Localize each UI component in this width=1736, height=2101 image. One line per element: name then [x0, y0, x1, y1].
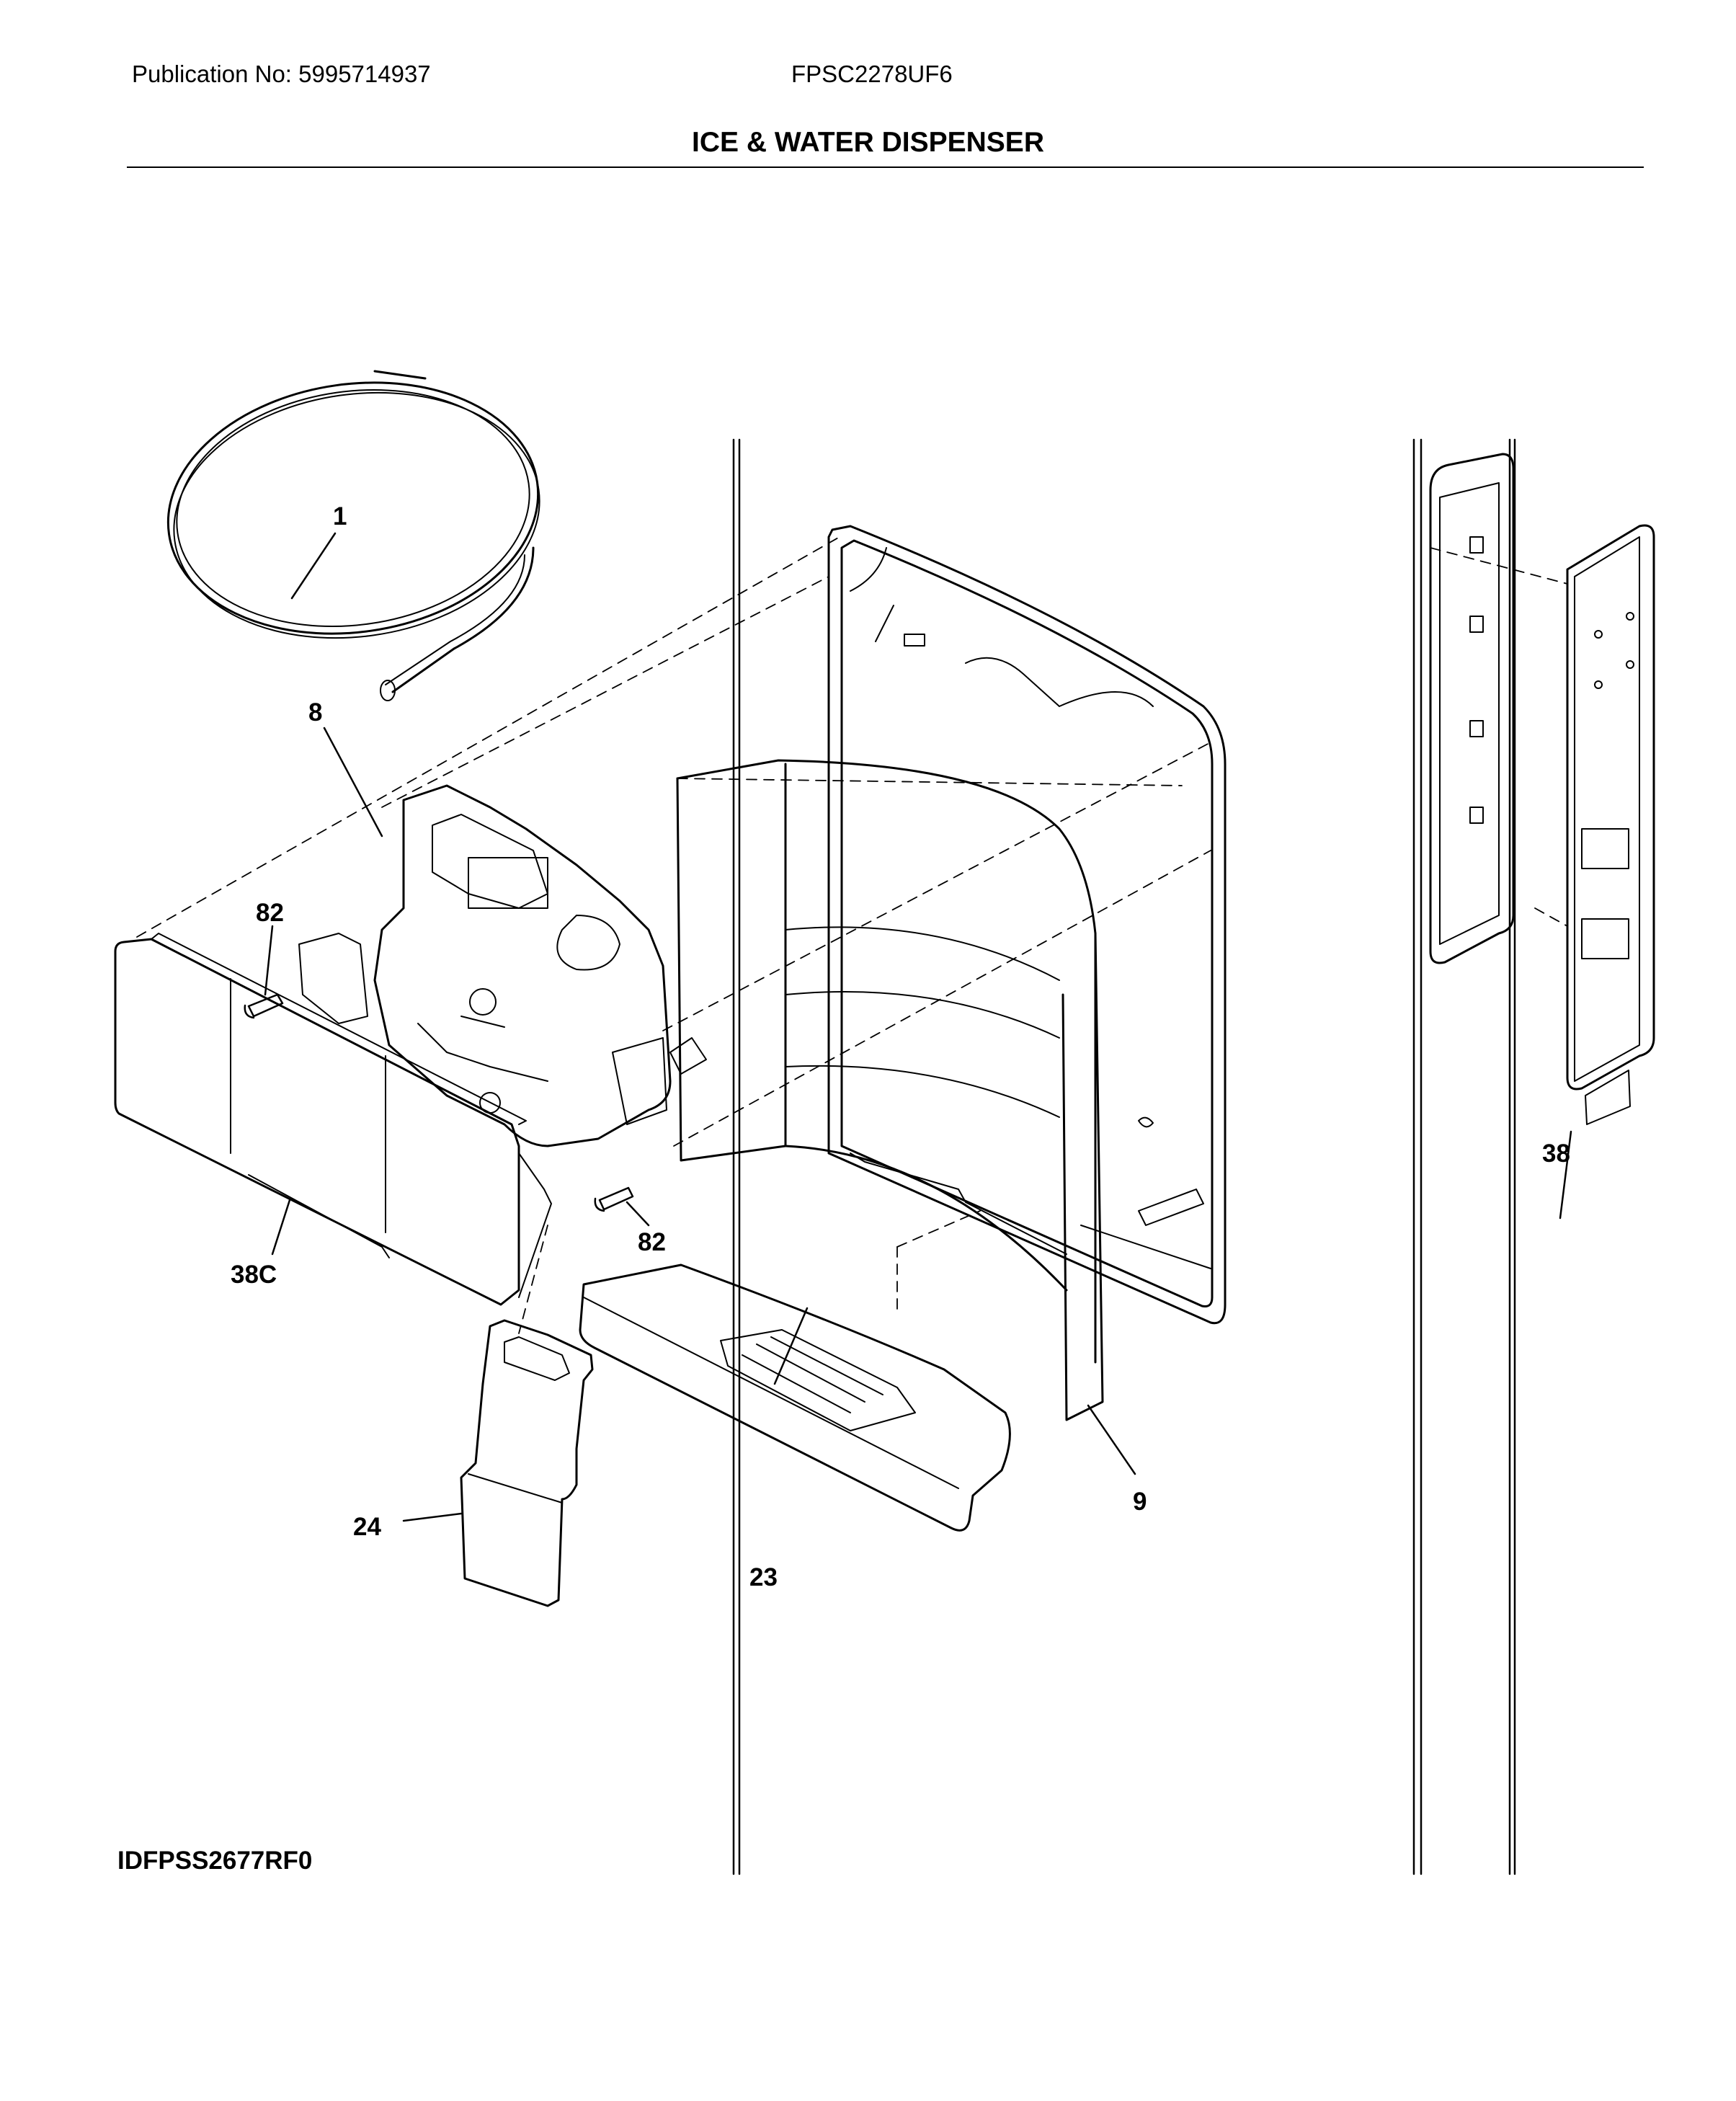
control-panel-recess — [1429, 453, 1515, 964]
page-title: ICE & WATER DISPENSER — [691, 127, 1044, 158]
dispenser-recess — [827, 525, 1227, 1325]
control-panel-part — [1566, 524, 1655, 1125]
callout-82-upper: 82 — [256, 899, 284, 927]
callout-8: 8 — [308, 698, 322, 727]
callout-1: 1 — [333, 502, 347, 530]
actuator-assembly — [298, 784, 707, 1147]
paddle-cover-part — [114, 933, 552, 1306]
callout-38c: 38C — [231, 1261, 277, 1289]
door-panel-edges — [732, 438, 1516, 1875]
leader-lines — [264, 532, 1572, 1522]
screws — [244, 993, 634, 1212]
model-number: FPSC2278UF6 — [791, 61, 953, 87]
diagram-id: IDFPSS2677RF0 — [117, 1847, 313, 1875]
ice-chute-door-part — [460, 1319, 594, 1607]
publication-number: Publication No: 5995714937 — [132, 61, 431, 87]
callout-82-lower: 82 — [638, 1228, 666, 1256]
alignment-lines — [136, 536, 1568, 1334]
callout-labels: 1 8 82 82 38C 24 23 9 38 — [231, 502, 1570, 1591]
callout-9: 9 — [1133, 1488, 1147, 1516]
chute-duct-part — [676, 759, 1104, 1421]
callout-38: 38 — [1542, 1140, 1570, 1168]
water-tubing-coil — [166, 370, 540, 701]
callout-24: 24 — [353, 1513, 381, 1541]
callout-23: 23 — [749, 1563, 778, 1591]
header-rule — [127, 166, 1644, 168]
drip-tray-part — [579, 1263, 1011, 1532]
